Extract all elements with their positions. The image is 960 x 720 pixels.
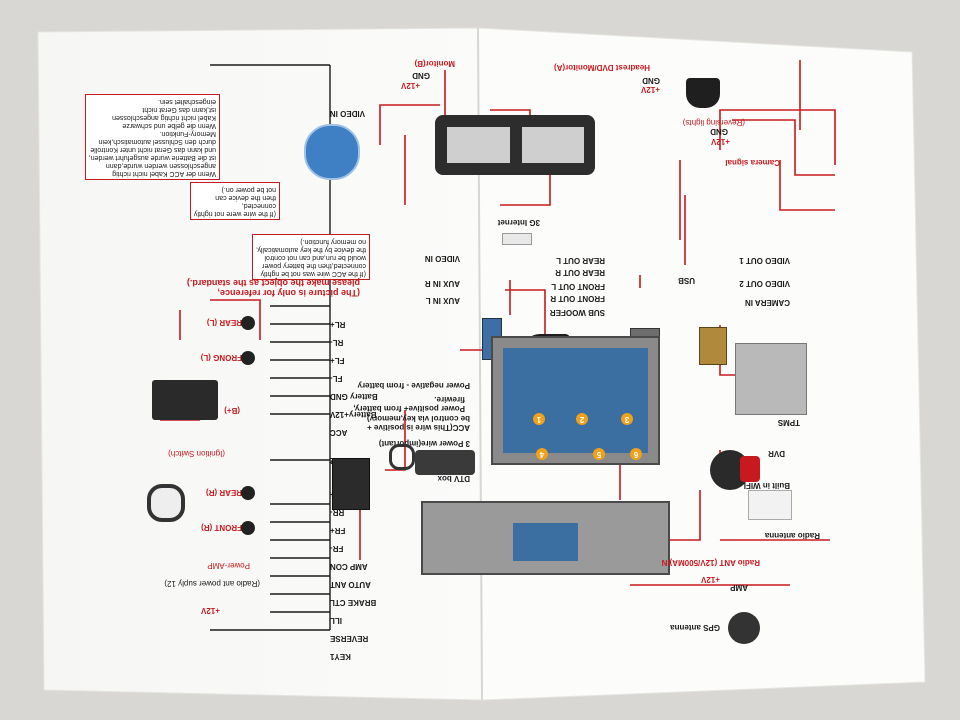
monitor-a bbox=[510, 115, 595, 175]
harness-num-3: 3 bbox=[621, 413, 633, 425]
av-in-aux-l: AUX IN L bbox=[425, 296, 460, 305]
speaker-rear-l: REAR (L) bbox=[206, 318, 242, 327]
av-in-aux-r: AUX IN R bbox=[424, 279, 460, 288]
head-unit-bottom bbox=[421, 501, 670, 575]
pin-brake-ctl: BRAKE CTL bbox=[330, 598, 377, 607]
note-english-1: (If the wire were not rightly connected,… bbox=[189, 182, 280, 220]
amp-label: AMP bbox=[730, 583, 748, 592]
dtv-box bbox=[415, 450, 475, 475]
pin-amp-con: AMP CON bbox=[330, 562, 368, 571]
pin-key1: KEY1 bbox=[330, 652, 351, 661]
harness-num-2: 2 bbox=[576, 413, 588, 425]
pin-fl-minus: FL- bbox=[330, 374, 343, 383]
note-reference: (The picture is only for reference, plea… bbox=[186, 278, 360, 298]
pin-fr-minus: FR- bbox=[330, 544, 344, 553]
speaker-rear-r: REAR (R) bbox=[206, 488, 242, 497]
amp-12v: +12V bbox=[701, 575, 720, 584]
wifi-badge bbox=[748, 490, 792, 520]
note-english-2: (If the ACC wire was not be rightly conn… bbox=[252, 234, 370, 280]
monitor-a-12v: +12V bbox=[641, 85, 660, 94]
pin-ill: ILL bbox=[330, 616, 342, 625]
pin-fl-plus: FL+ bbox=[330, 356, 345, 365]
speaker-icon-rl bbox=[241, 316, 255, 330]
tpms-photo bbox=[735, 343, 807, 415]
main-harness bbox=[332, 458, 370, 510]
video-in-icon-label: VIDEO IN bbox=[329, 109, 365, 118]
out-sub-woofer: SUB WOOFER bbox=[549, 308, 605, 317]
out-rear-l: REAR OUT L bbox=[556, 256, 605, 265]
head-unit-top bbox=[491, 336, 660, 465]
radio-antenna-label: Radio antenna bbox=[764, 531, 820, 540]
ignition-key bbox=[389, 444, 415, 470]
pin-auto-ant: AUTO ANT bbox=[330, 580, 371, 589]
monitor-a-label: Headrest DVD/Monitor(A) bbox=[553, 63, 650, 72]
pin-reverse: REVERSE bbox=[330, 634, 369, 643]
camera-12v: +12V bbox=[711, 137, 730, 146]
camera-in: CAMERA IN bbox=[744, 298, 790, 307]
pin-battery-12v: Battery+12V bbox=[330, 410, 377, 419]
monitor-b-gnd: GND bbox=[412, 71, 430, 80]
video-out-1: VIDEO OUT 1 bbox=[739, 256, 790, 265]
camera-gnd: GND bbox=[710, 127, 728, 136]
internet-label: 3G Internet bbox=[497, 218, 540, 227]
pin-rl-plus: RL+ bbox=[330, 320, 346, 329]
usb-label: USB bbox=[678, 276, 695, 285]
out-front-l: FRONT OUT L bbox=[551, 282, 605, 291]
camera-reversing: (Reversing lights) bbox=[682, 118, 745, 127]
ignition-note: (Ignition Switch) bbox=[168, 449, 225, 458]
dvr-label: DVR bbox=[768, 449, 785, 458]
module-3 bbox=[699, 327, 727, 365]
speaker-icon-rr bbox=[241, 486, 255, 500]
speaker-icon-fl bbox=[241, 351, 255, 365]
gps-antenna bbox=[728, 612, 760, 644]
wifi-label: Built in WIFI bbox=[743, 481, 790, 490]
pin-battery-gnd: Battery GND bbox=[330, 392, 378, 401]
out-front-r: FRONT OUT R bbox=[550, 294, 605, 303]
battery bbox=[152, 380, 218, 420]
pin-acc: ACC bbox=[330, 428, 348, 437]
speaker-front-l: FRONG (L) bbox=[200, 353, 242, 362]
dvr-button bbox=[740, 456, 760, 482]
note-german: Wenn der ACC Kabel nicht richtig angesch… bbox=[84, 94, 220, 180]
pin-extra-ill-12v: +12V bbox=[201, 606, 220, 615]
speaker-icon-fr bbox=[241, 521, 255, 535]
dtv-label: DTV box bbox=[437, 474, 470, 483]
steering-wheel bbox=[147, 484, 185, 522]
monitor-b-label: Monitor(B) bbox=[414, 59, 455, 68]
tpms-label: TPMS bbox=[777, 418, 800, 427]
rear-camera bbox=[686, 78, 720, 108]
av-in-video: VIDEO IN bbox=[424, 254, 460, 263]
pin-extra-amp-con: Power-AMP bbox=[207, 561, 250, 570]
radio-ant-label: Radio ANT (12V/500MA)IN bbox=[661, 558, 760, 567]
out-rear-r: REAR OUT R bbox=[555, 268, 605, 277]
video-in-icon bbox=[304, 124, 360, 180]
harness-num-5: 5 bbox=[593, 448, 605, 460]
pin-rl-minus: RL- bbox=[330, 338, 344, 347]
monitor-a-gnd: GND bbox=[642, 76, 660, 85]
harness-num-4: 4 bbox=[536, 448, 548, 460]
harness-num-6: 6 bbox=[630, 448, 642, 460]
monitor-b-12v: +12V bbox=[401, 81, 420, 90]
video-out-2: VIDEO OUT 2 bbox=[739, 279, 790, 288]
gps-label: GPS antenna bbox=[670, 623, 720, 632]
bplus-note: (B+) bbox=[224, 406, 240, 415]
harness-num-1: 1 bbox=[533, 413, 545, 425]
pin-fr-plus: FR+ bbox=[330, 526, 346, 535]
internet-dongle bbox=[502, 233, 532, 245]
speaker-front-r: FRONT (R) bbox=[201, 523, 242, 532]
camera-signal-label: Camera signal bbox=[725, 158, 780, 167]
pin-extra-auto-ant: (Radio ant power suply 12) bbox=[164, 579, 260, 588]
